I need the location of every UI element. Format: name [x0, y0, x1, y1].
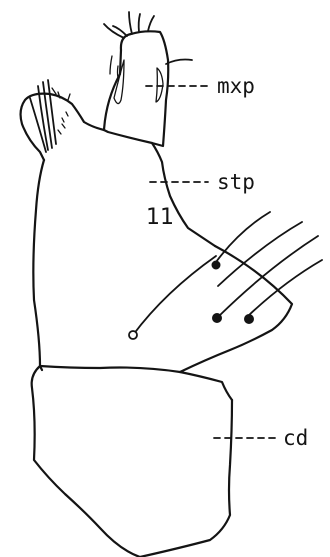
- galea-lobe: [21, 80, 104, 160]
- label-stp: stp: [150, 170, 255, 194]
- label-cd: cd: [214, 426, 308, 450]
- cd-label: cd: [283, 426, 308, 450]
- stp-label: stp: [217, 170, 255, 194]
- maxillary-palp: [104, 12, 192, 146]
- cardo: [32, 366, 232, 557]
- seta-count-label: 11: [146, 205, 174, 230]
- mxp-label: mxp: [217, 74, 255, 98]
- stipes: [33, 143, 322, 372]
